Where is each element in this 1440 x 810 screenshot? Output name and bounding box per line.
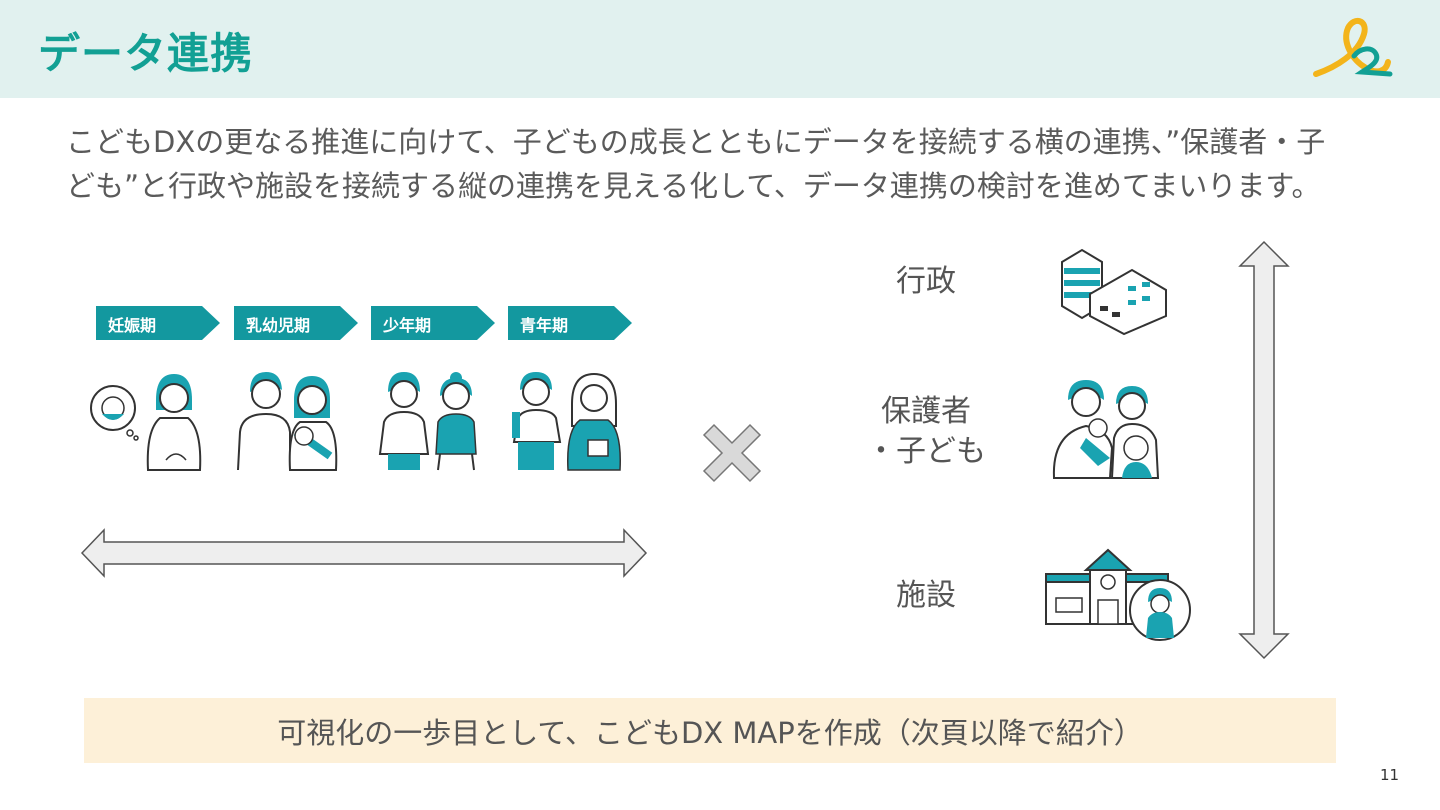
stakeholder-label-government: 行政: [866, 262, 986, 302]
stage-label: 青年期: [520, 312, 568, 336]
stage-label: 少年期: [383, 312, 431, 336]
children-icon: [374, 370, 486, 474]
summary-text: 可視化の一歩目として、こどもDX MAPを作成（次頁以降で紹介）: [84, 710, 1336, 752]
parent-with-baby-icon: [232, 370, 344, 474]
school-facility-icon: [1042, 548, 1194, 646]
intro-line-2: ども”と行政や施設を接続する縦の連携を見える化して、データ連携の検討を進めてまい…: [66, 164, 1396, 208]
pregnant-woman-icon: [86, 370, 206, 474]
stage-youth: 青年期: [508, 306, 632, 340]
label-line-1: 保護者: [866, 392, 986, 432]
young-adults-icon: [508, 370, 622, 474]
label-line-2: ・子ども: [866, 432, 986, 472]
summary-banner: 可視化の一歩目として、こどもDX MAPを作成（次頁以降で紹介）: [84, 698, 1336, 763]
family-icon: [1050, 378, 1166, 480]
stage-label: 妊娠期: [108, 312, 156, 336]
stage-label: 乳幼児期: [246, 312, 310, 336]
government-building-icon: [1058, 246, 1170, 336]
page-number: 11: [1380, 766, 1399, 784]
stakeholder-label-facility: 施設: [866, 576, 986, 616]
stage-infancy: 乳幼児期: [234, 306, 358, 340]
header-bar: データ連携: [0, 0, 1440, 98]
stage-childhood: 少年期: [371, 306, 495, 340]
cross-multiply-icon: [702, 423, 762, 483]
stakeholder-label-parents-children: 保護者 ・子ども: [866, 392, 986, 472]
page-title: データ連携: [38, 20, 253, 81]
stage-pregnancy: 妊娠期: [96, 306, 220, 340]
vertical-double-arrow-icon: [1238, 240, 1290, 660]
horizontal-double-arrow-icon: [80, 528, 648, 578]
intro-paragraph: こどもDXの更なる推進に向けて、子どもの成長とともにデータを接続する横の連携、”…: [66, 120, 1396, 208]
kodomo-dx-logo-icon: [1306, 12, 1398, 88]
intro-line-1: こどもDXの更なる推進に向けて、子どもの成長とともにデータを接続する横の連携、”…: [66, 120, 1396, 164]
